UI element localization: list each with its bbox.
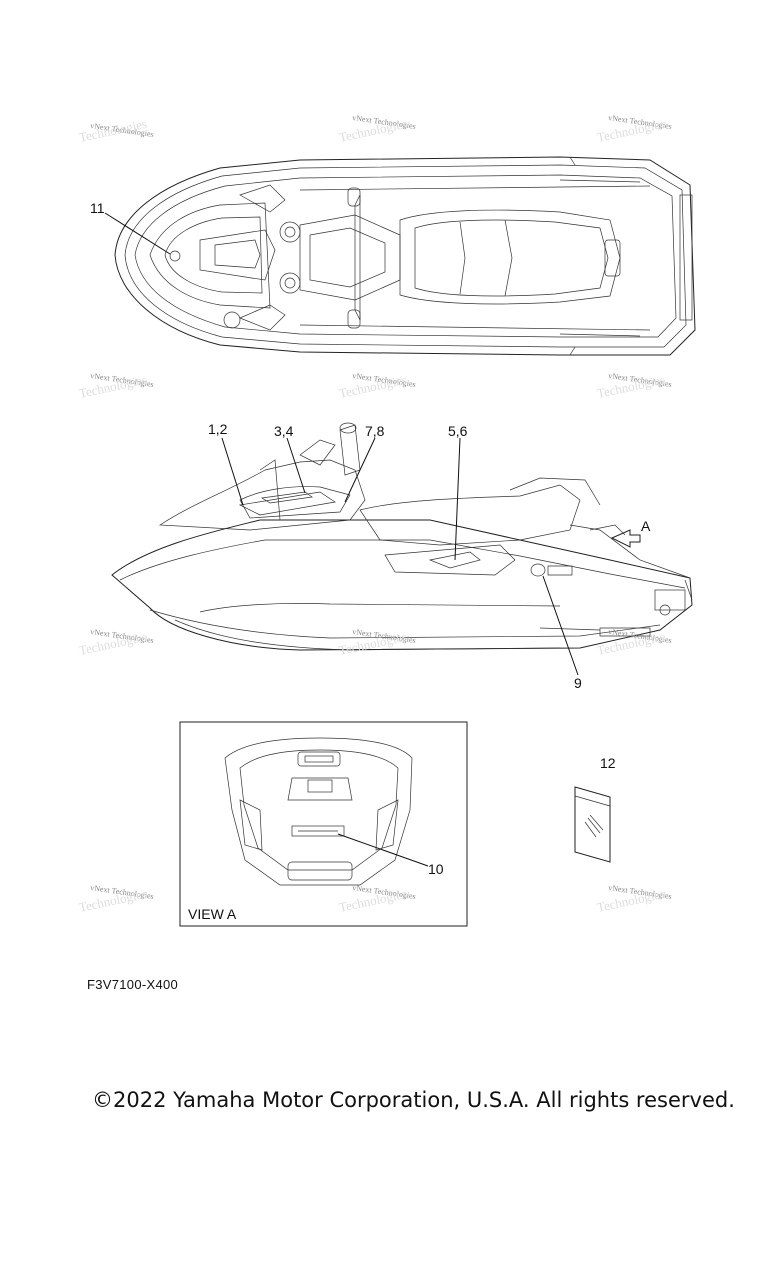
callout-1-2: 1,2 (208, 421, 228, 437)
callout-3-4: 3,4 (274, 423, 294, 439)
leader-lines (104, 212, 579, 867)
callout-view-a-arrow: A (641, 518, 651, 534)
copyright-notice: ©2022 Yamaha Motor Corporation, U.S.A. A… (92, 1088, 735, 1112)
view-a-label: VIEW A (188, 906, 237, 922)
callout-12: 12 (600, 755, 616, 771)
side-view-watercraft (111, 422, 693, 651)
part-12-bag (574, 786, 611, 863)
watermarks: vNext Technologies vNext Technologies vN… (78, 113, 673, 915)
callout-11: 11 (90, 200, 105, 216)
callout-5-6: 5,6 (448, 423, 468, 439)
figure-code: F3V7100-X400 (87, 977, 179, 992)
callout-10: 10 (428, 861, 444, 877)
watermark: Technologies (78, 116, 149, 145)
parts-diagram: 11 1,2 3,4 7,8 5,6 9 A 10 12 VIEW A vNex… (78, 113, 696, 927)
callout-9: 9 (574, 675, 582, 691)
top-view-watercraft (114, 156, 696, 356)
view-a-panel (179, 721, 468, 927)
callout-7-8: 7,8 (365, 423, 385, 439)
